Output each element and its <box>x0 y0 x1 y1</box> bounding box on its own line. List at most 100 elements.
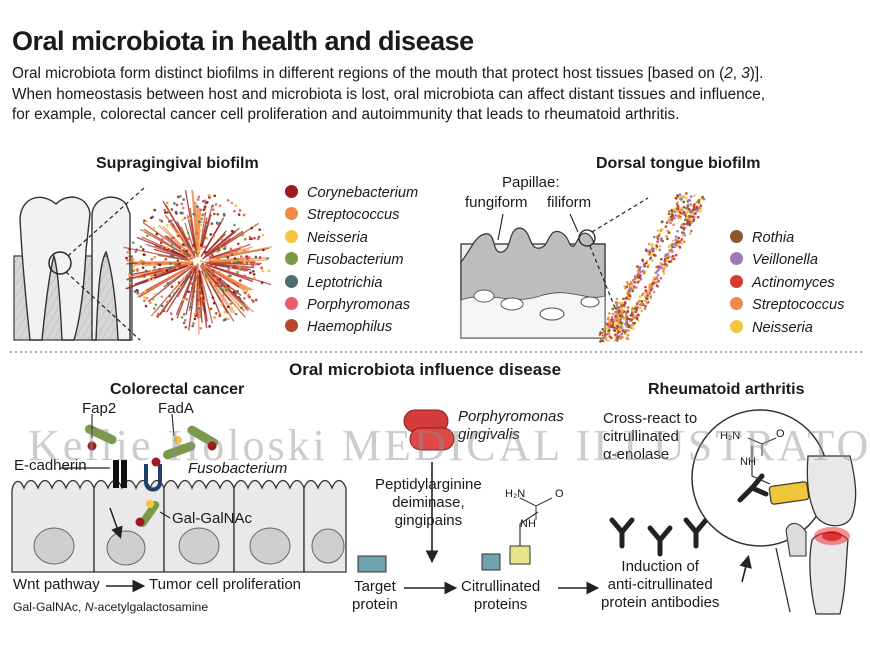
biofilm-dot <box>625 285 629 288</box>
biofilm-dot <box>160 237 164 241</box>
biofilm-strand <box>206 233 226 254</box>
biofilm-dot <box>686 210 689 214</box>
biofilm-dot <box>632 285 636 289</box>
biofilm-dot <box>614 338 617 342</box>
chem-n-ra: N <box>740 456 748 468</box>
biofilm-dot <box>634 275 637 279</box>
biofilm-dot <box>238 297 242 301</box>
biofilm-dot <box>629 313 633 317</box>
biofilm-strand <box>209 222 259 256</box>
biofilm-dot <box>176 232 179 236</box>
biofilm-dot <box>610 325 614 329</box>
biofilm-dot <box>216 213 220 216</box>
biofilm-dot <box>665 258 669 262</box>
biofilm-dot <box>636 269 640 273</box>
biofilm-dot <box>135 248 138 252</box>
biofilm-dot <box>675 210 678 213</box>
biofilm-dot <box>661 269 665 273</box>
biofilm-strand <box>137 261 188 264</box>
biofilm-dot <box>618 301 622 305</box>
biofilm-dot <box>636 313 640 317</box>
biofilm-dot <box>193 201 197 205</box>
biofilm-strand <box>147 265 194 303</box>
biofilm-dot <box>125 256 128 260</box>
biofilm-dot <box>224 264 227 268</box>
biofilm-dot <box>614 317 617 320</box>
biofilm-dot <box>180 202 184 206</box>
biofilm-dot <box>240 306 243 310</box>
biofilm-dot <box>140 259 143 263</box>
biofilm-dot <box>137 261 141 265</box>
biofilm-dot <box>218 311 221 315</box>
biofilm-dot <box>196 263 199 267</box>
biofilm-dot <box>145 296 149 300</box>
biofilm-dot <box>643 262 646 266</box>
biofilm-dot <box>667 260 671 263</box>
galgalnac-label: Gal-GalNAc <box>172 510 253 527</box>
biofilm-dot <box>230 229 234 233</box>
citrullinated-protein-shapes <box>481 511 539 571</box>
biofilm-dot <box>644 289 648 292</box>
biofilm-dot <box>678 193 682 196</box>
chem-h-ra: H <box>747 456 756 468</box>
biofilm-dot <box>688 199 692 202</box>
intro-line1-a: Oral microbiota form distinct biofilms i… <box>12 65 725 82</box>
biofilm-dot <box>165 246 168 249</box>
biofilm-dot <box>639 274 642 277</box>
biofilm-dot <box>253 263 257 266</box>
biofilm-dot <box>236 257 239 261</box>
colorectal-footnote: Gal-GalNAc, N-acetylgalactosamine <box>13 600 208 614</box>
intro-line1-b: )]. <box>749 65 764 82</box>
biofilm-dot <box>623 284 626 288</box>
biofilm-dot <box>667 210 671 213</box>
biofilm-dot <box>649 253 653 256</box>
biofilm-dot <box>690 212 693 216</box>
biofilm-dot <box>128 255 132 258</box>
biofilm-dot <box>210 271 214 274</box>
enzyme-line3: gingipains <box>394 512 463 529</box>
biofilm-dot <box>687 207 691 211</box>
biofilm-dot <box>633 307 637 310</box>
biofilm-dot <box>227 267 230 271</box>
biofilm-dot <box>234 204 238 207</box>
biofilm-dot <box>156 312 160 316</box>
biofilm-dot <box>247 256 251 259</box>
biofilm-dot <box>189 261 193 265</box>
biofilm-dot <box>230 201 234 205</box>
biofilm-dot <box>647 242 651 246</box>
biofilm-dot <box>141 248 145 251</box>
biofilm-dot <box>684 206 688 210</box>
biofilm-dot <box>608 335 612 338</box>
biofilm-dot <box>699 204 703 208</box>
biofilm-dot <box>217 257 220 260</box>
biofilm-dot <box>165 269 169 272</box>
biofilm-dot <box>266 257 269 260</box>
biofilm-dot <box>656 237 660 240</box>
biofilm-dot <box>128 281 132 285</box>
supragingival-heading: Supragingival biofilm <box>96 155 259 172</box>
biofilm-dot <box>181 243 185 246</box>
chem-h-mid: H <box>527 518 536 530</box>
biofilm-dot <box>664 225 668 228</box>
biofilm-dot <box>192 244 195 247</box>
biofilm-dot <box>160 219 164 223</box>
biofilm-dot <box>655 284 659 287</box>
biofilm-dot <box>229 265 233 269</box>
biofilm-dot <box>178 304 182 308</box>
biofilm-dot <box>681 234 685 237</box>
biofilm-dot <box>625 329 628 332</box>
biofilm-dot <box>128 247 131 251</box>
biofilm-dot <box>142 229 146 232</box>
biofilm-dot <box>195 232 199 235</box>
biofilm-dot <box>166 210 170 214</box>
biofilm-dot <box>671 254 675 258</box>
biofilm-dot <box>209 214 212 217</box>
biofilm-dot <box>157 263 161 266</box>
biofilm-dot <box>652 276 656 279</box>
biofilm-dot <box>217 282 220 285</box>
biofilm-dot <box>156 315 159 318</box>
biofilm-dot <box>171 243 174 246</box>
biofilm-dot <box>199 208 203 212</box>
biofilm-dot <box>640 299 644 303</box>
biofilm-dot <box>629 284 632 288</box>
